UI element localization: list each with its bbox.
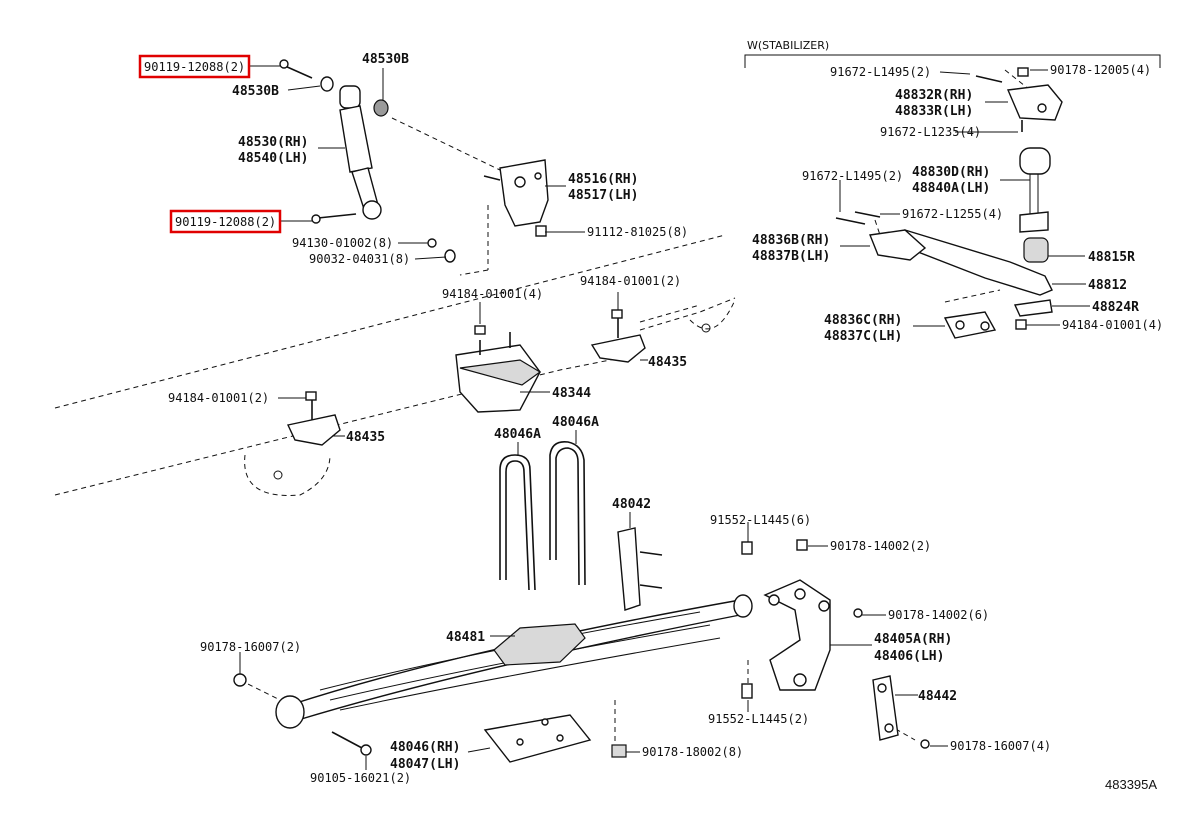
- label-nut-stab-lower[interactable]: 94184-01001(4): [1062, 318, 1163, 332]
- label-link-lower-lh[interactable]: 48837C(LH): [824, 329, 902, 344]
- label-stopper-main[interactable]: 48344: [552, 386, 591, 401]
- label-stabilizer-group: W(STABILIZER): [747, 39, 829, 52]
- shackle[interactable]: [872, 675, 930, 749]
- label-nut-stopper-b[interactable]: 94184-01001(2): [580, 274, 681, 288]
- label-bolt-link[interactable]: 91672-L1495(2): [802, 169, 903, 183]
- stabilizer-bar[interactable]: [835, 211, 1053, 339]
- label-shackle[interactable]: 48442: [918, 689, 957, 704]
- highlight-boxes: [138, 54, 282, 234]
- label-nut-hanger-top[interactable]: 90178-14002(2): [830, 539, 931, 553]
- label-bracket-rh[interactable]: 48516(RH): [568, 172, 638, 187]
- illustration-code: 483395A: [1105, 777, 1157, 792]
- front-eye-hardware[interactable]: [233, 673, 372, 756]
- label-cushion-retainer[interactable]: 48530B: [232, 84, 279, 99]
- label-cushion-upper[interactable]: 48530B: [362, 52, 409, 67]
- label-stab-bracket-rh[interactable]: 48832R(RH): [895, 88, 973, 103]
- label-nut-seat[interactable]: 90178-18002(8): [642, 745, 743, 759]
- label-nut-shackle[interactable]: 90178-16007(4): [950, 739, 1051, 753]
- label-u-bolt-a[interactable]: 48046A: [494, 427, 541, 442]
- stabilizer-bracket[interactable]: [975, 67, 1063, 132]
- label-stab-bracket-lh[interactable]: 48833R(LH): [895, 104, 973, 119]
- label-bolt-bracket[interactable]: 91112-81025(8): [587, 225, 688, 239]
- label-leaf-spring[interactable]: 48481: [446, 630, 485, 645]
- label-stabilizer-bar[interactable]: 48812: [1088, 278, 1127, 293]
- label-stopper-left[interactable]: 48435: [346, 430, 385, 445]
- u-bolt-a[interactable]: [499, 454, 536, 591]
- part-labels: 90119-12088(2) 48530B 48530B 48530(RH) 4…: [144, 39, 1163, 792]
- leaf-spring[interactable]: [275, 594, 753, 729]
- label-shock-rh[interactable]: 48530(RH): [238, 135, 308, 150]
- label-shock-lh[interactable]: 48540(LH): [238, 151, 308, 166]
- label-bolt-front-eye[interactable]: 90105-16021(2): [310, 771, 411, 785]
- label-u-bolt-b[interactable]: 48046A: [552, 415, 599, 430]
- label-bushing-bracket[interactable]: 48824R: [1092, 300, 1139, 315]
- label-bolt-lower-hanger[interactable]: 91552-L1445(2): [708, 712, 809, 726]
- highlight-lower-bolt: [169, 209, 282, 234]
- label-seat-lh[interactable]: 48047(LH): [390, 757, 460, 772]
- label-nut-stopper-c[interactable]: 94184-01001(2): [168, 391, 269, 405]
- label-link-rh[interactable]: 48830D(RH): [912, 165, 990, 180]
- stabilizer-link[interactable]: [1019, 147, 1051, 233]
- spring-seat-lower[interactable]: [483, 714, 627, 763]
- label-bolt-link-b[interactable]: 91672-L1255(4): [902, 207, 1003, 221]
- leader-lines: [239, 65, 1090, 770]
- label-bolt-hanger[interactable]: 91552-L1445(6): [710, 513, 811, 527]
- label-nut-stopper-a[interactable]: 94184-01001(4): [442, 287, 543, 301]
- label-bolt-stab-top[interactable]: 91672-L1495(2): [830, 65, 931, 79]
- label-nut-stab-top[interactable]: 90178-12005(4): [1050, 63, 1151, 77]
- bump-stopper-left[interactable]: [286, 391, 341, 446]
- label-stopper-right[interactable]: 48435: [648, 355, 687, 370]
- label-nut-front-eye[interactable]: 90178-16007(2): [200, 640, 301, 654]
- shock-absorber[interactable]: [279, 59, 389, 224]
- label-hanger-rh[interactable]: 48405A(RH): [874, 632, 952, 647]
- bump-stopper-main[interactable]: [455, 325, 542, 413]
- label-bracket-lh[interactable]: 48517(LH): [568, 188, 638, 203]
- shock-bracket[interactable]: [427, 159, 549, 263]
- label-washer-shock[interactable]: 90032-04031(8): [309, 252, 410, 266]
- spring-seat-plate[interactable]: [617, 527, 663, 611]
- bump-stopper-right[interactable]: [590, 309, 646, 363]
- u-bolt-b[interactable]: [549, 440, 586, 586]
- label-bolt-stab-bracket[interactable]: 91672-L1235(4): [880, 125, 981, 139]
- label-bolt-upper-shock[interactable]: 90119-12088(2): [144, 60, 245, 74]
- label-bushing[interactable]: 48815R: [1088, 250, 1135, 265]
- label-spring-seat[interactable]: 48042: [612, 497, 651, 512]
- label-nut-shock[interactable]: 94130-01002(8): [292, 236, 393, 250]
- highlight-upper-bolt: [138, 54, 251, 79]
- label-link-lh[interactable]: 48840A(LH): [912, 181, 990, 196]
- label-link-lower-rh[interactable]: 48836C(RH): [824, 313, 902, 328]
- stabilizer-group: [744, 54, 1161, 68]
- label-bracket-stab-lh[interactable]: 48837B(LH): [752, 249, 830, 264]
- label-nut-hanger-side[interactable]: 90178-14002(6): [888, 608, 989, 622]
- label-hanger-lh[interactable]: 48406(LH): [874, 649, 944, 664]
- label-seat-rh[interactable]: 48046(RH): [390, 740, 460, 755]
- label-bracket-stab-rh[interactable]: 48836B(RH): [752, 233, 830, 248]
- label-bolt-lower-shock[interactable]: 90119-12088(2): [175, 215, 276, 229]
- spring-hanger[interactable]: [741, 539, 863, 699]
